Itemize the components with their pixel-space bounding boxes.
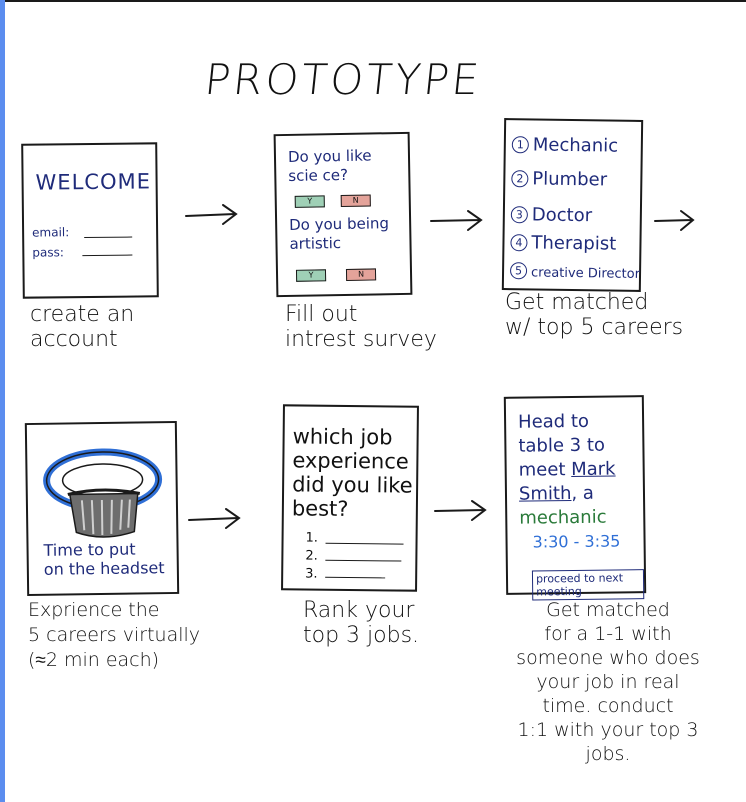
question-line: experience [292, 448, 409, 474]
caption-step-2: Fill out intrest survey [285, 302, 437, 352]
caption-line: Rank your [303, 598, 415, 623]
meeting-line: Head to [517, 410, 590, 433]
caption-step-6: Get matched for a 1-1 with someone who d… [508, 598, 708, 766]
survey-question-2: Do you being artistic [289, 214, 389, 254]
instruction-line: on the headset [43, 558, 165, 579]
rank-row-3: 3. [305, 566, 318, 582]
question-line: Do you like [287, 146, 372, 166]
survey-question-1: Do you like scie ce? [288, 146, 372, 185]
instruction-line: Time to put [43, 539, 136, 560]
rank-row-2: 2. [305, 548, 318, 564]
caption-line: your job in real [536, 671, 680, 693]
career-label: Therapist [531, 232, 617, 255]
mentor-first-name: Mark [571, 458, 616, 481]
career-number: 2 [511, 170, 529, 188]
caption-line: Get matched [505, 290, 649, 315]
career-number: 4 [510, 234, 528, 252]
meet-text: meet [518, 459, 572, 481]
caption-line: Get matched [546, 599, 670, 621]
pass-field-line [82, 254, 133, 257]
caption-step-5: Rank your top 3 jobs. [303, 598, 419, 648]
caption-step-1: create an account [30, 302, 134, 352]
meeting-line: meet Mark [519, 458, 616, 483]
welcome-screen-card: WELCOME email: pass: [21, 142, 159, 299]
meeting-time: 3:30 - 3:35 [532, 531, 621, 552]
rank-line-2[interactable] [325, 559, 402, 562]
career-number: 5 [509, 262, 528, 280]
welcome-heading: WELCOME [35, 169, 152, 195]
rank-line-3[interactable] [325, 576, 386, 579]
caption-line: 1:1 with your top 3 [517, 719, 699, 741]
meeting-line: Smith, a [519, 482, 616, 507]
arrow-right-icon [185, 204, 238, 225]
question-line: Do you being [289, 214, 390, 234]
caption-line: jobs. [585, 743, 631, 765]
rank-question: which job experience did you like best? [292, 424, 413, 521]
meet-text: , a [571, 482, 595, 505]
meeting-instruction: Head to table 3 to meet Mark Smith, a me… [518, 410, 616, 531]
caption-line: time. conduct [542, 695, 674, 717]
question-line: artistic [289, 234, 342, 253]
question-line: best? [291, 496, 349, 521]
career-label: Doctor [531, 204, 593, 227]
arrow-right-icon [434, 500, 487, 521]
left-accent-bar [0, 0, 5, 802]
caption-step-3: Get matched w/ top 5 careers [505, 290, 683, 340]
arrow-right-icon [188, 508, 241, 529]
question-line: did you like [292, 472, 413, 498]
arrow-right-icon [654, 210, 695, 231]
caption-line: for a 1-1 with [544, 623, 672, 645]
caption-line: top 3 jobs. [303, 623, 420, 648]
headset-screen-card: Time to put on the headset [24, 420, 180, 597]
pass-label: pass: [32, 245, 64, 260]
caption-line: w/ top 5 careers [505, 315, 684, 340]
email-field-line [84, 236, 133, 239]
mentor-career: mechanic [519, 506, 607, 529]
headset-instruction: Time to put on the headset [43, 539, 164, 579]
rank-row-1: 1. [305, 530, 319, 546]
caption-line: intrest survey [285, 327, 437, 352]
rank-line-1[interactable] [325, 542, 404, 545]
caption-line: someone who does [516, 647, 700, 669]
caption-line: create an [30, 302, 135, 327]
caption-line: (≈2 min each) [28, 649, 160, 671]
yes-checkbox-2[interactable]: Y [295, 269, 327, 282]
caption-line: Fill out [285, 302, 358, 327]
rank-screen-card: which job experience did you like best? … [281, 404, 419, 592]
no-checkbox-2[interactable]: N [345, 268, 377, 281]
career-label: Plumber [532, 168, 608, 191]
vr-headset-icon [43, 448, 163, 538]
career-label: creative Director [530, 265, 641, 282]
survey-screen-card: Do you like scie ce? Y N Do you being ar… [273, 131, 413, 298]
question-line: which job [292, 424, 393, 450]
caption-step-4: Exprience the 5 careers virtually (≈2 mi… [28, 598, 200, 673]
career-number: 3 [510, 206, 528, 224]
caption-line: account [30, 327, 118, 352]
top-border [0, 0, 746, 2]
career-number: 1 [511, 136, 529, 154]
caption-line: Exprience the [28, 599, 160, 621]
question-line: scie ce? [288, 165, 349, 185]
no-checkbox-1[interactable]: N [340, 194, 371, 208]
yes-checkbox-1[interactable]: Y [294, 195, 325, 208]
proceed-next-button[interactable]: proceed to next meeting [531, 569, 645, 601]
career-label: Mechanic [532, 134, 619, 157]
mentor-last-name: Smith [518, 483, 572, 505]
email-label: email: [32, 225, 70, 240]
caption-line: 5 careers virtually [28, 624, 201, 646]
arrow-right-icon [430, 210, 483, 231]
page-title: PROTOTYPE [202, 55, 485, 104]
meeting-line: table 3 to [518, 434, 606, 457]
meeting-screen-card: Head to table 3 to meet Mark Smith, a me… [503, 395, 647, 601]
